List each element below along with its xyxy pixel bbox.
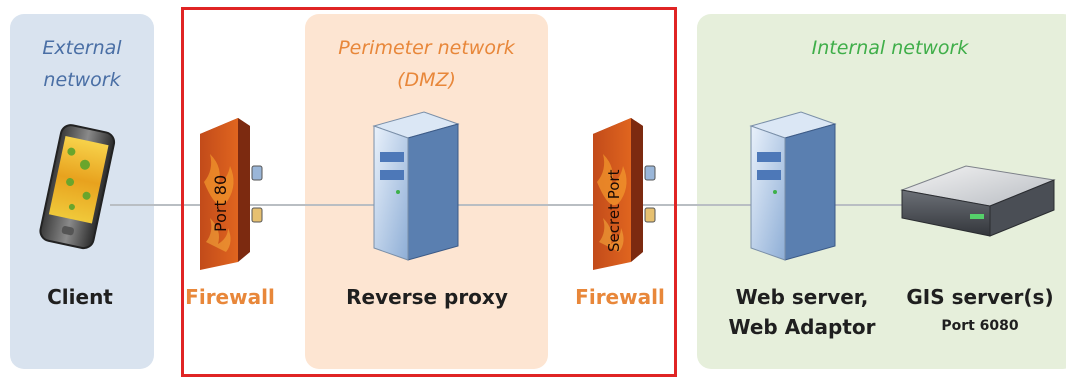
firewall-icon: Secret Port xyxy=(593,118,656,270)
firewall-label: Firewall xyxy=(575,285,665,309)
client-label: Client xyxy=(47,285,113,309)
gis-server-port-label: Port 6080 xyxy=(941,318,1019,334)
firewall-label: Firewall xyxy=(185,285,275,309)
server-tower-icon xyxy=(372,111,460,261)
external-network-title: External network xyxy=(42,37,122,91)
gis-server-label: GIS server(s) xyxy=(906,285,1054,309)
firewall-port-text: Secret Port xyxy=(605,169,623,252)
server-tower-icon xyxy=(749,111,837,261)
reverse-proxy-label: Reverse proxy xyxy=(346,285,508,309)
firewall-icon: Port 80 xyxy=(200,118,263,270)
smartphone-icon xyxy=(39,124,116,250)
firewall-port-text: Port 80 xyxy=(211,175,230,232)
perimeter-network-title: Perimeter network (DMZ) xyxy=(338,37,515,91)
dmz-highlight-box xyxy=(181,7,677,377)
internal-network-title: Internal network xyxy=(811,37,969,59)
rack-server-icon xyxy=(900,165,1056,237)
network-connection-line xyxy=(110,204,920,206)
web-server-label: Web server, Web Adaptor xyxy=(728,285,876,339)
